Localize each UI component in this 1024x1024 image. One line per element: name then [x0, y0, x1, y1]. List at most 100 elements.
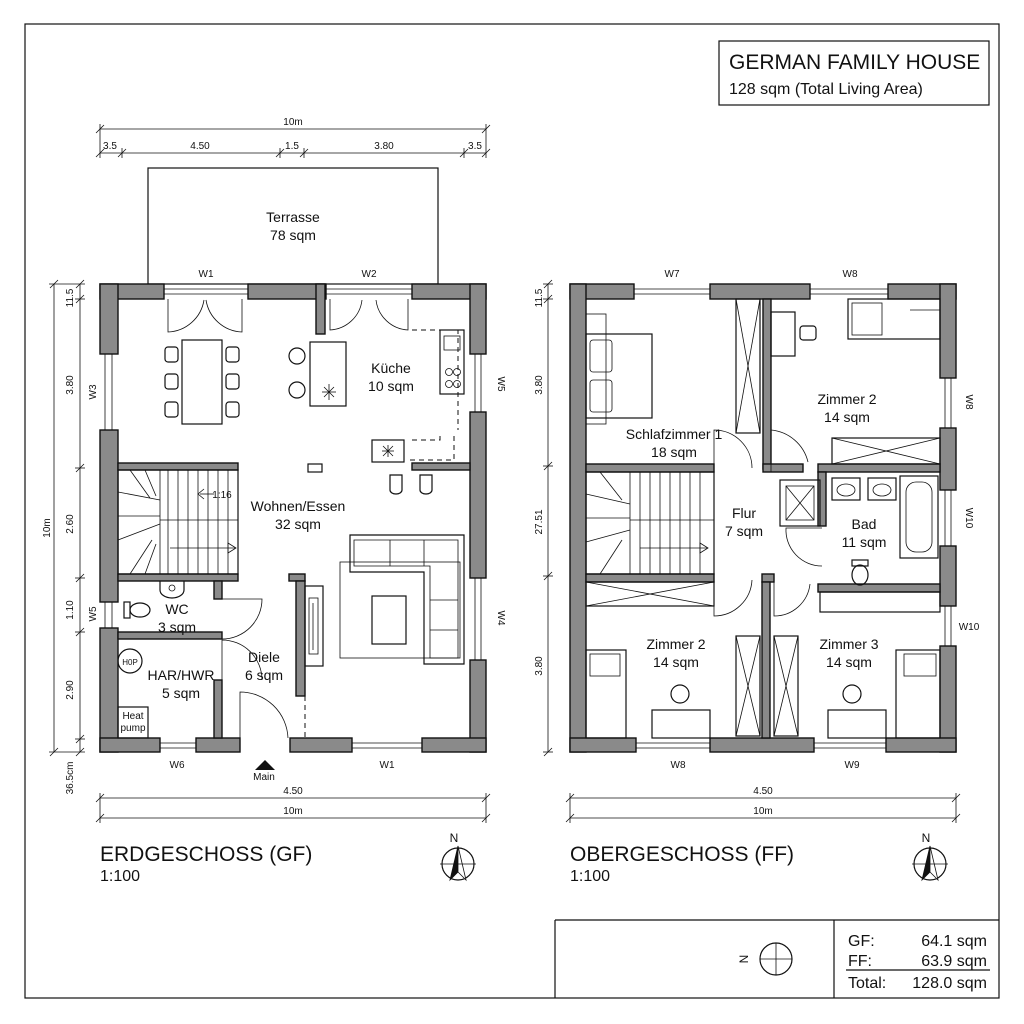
- ff-bottom-total-dim: 10m: [753, 806, 772, 817]
- ff-w10-a: W10: [963, 508, 974, 529]
- living-name: Wohnen/Essen: [251, 498, 346, 514]
- gf-w6: W6: [170, 760, 185, 771]
- dining-table: [164, 339, 240, 425]
- first-floor-plan: 11.5 3.80 27.51 3.80: [534, 269, 980, 885]
- gf-north-arrow-icon: N: [440, 831, 476, 882]
- gf-staircase: 1:16: [117, 469, 239, 575]
- gf-top-seg3: 1.5: [285, 141, 299, 152]
- sheet-border: [24, 23, 1000, 999]
- gf-left-total-dim: 10m: [42, 518, 53, 537]
- ff-bottom-furniture: [585, 635, 941, 739]
- wc-name: WC: [165, 601, 188, 617]
- gf-w5-left: W5: [88, 606, 99, 621]
- summary-ff-value: 63.9 sqm: [921, 953, 987, 970]
- kitchen-island: [288, 341, 347, 473]
- main-entrance-arrow: [255, 760, 275, 770]
- area-summary-block: N GF: 64.1 sqm FF: 63.9 sqm Total: 128.0…: [554, 919, 999, 998]
- hall-area: 7 sqm: [725, 523, 763, 539]
- gf-w2: W2: [362, 269, 377, 280]
- master-bed: [585, 298, 761, 434]
- room2-top-furniture: [770, 298, 941, 465]
- gf-top-total-dim: 10m: [283, 117, 302, 128]
- ff-w8-bottom: W8: [671, 760, 686, 771]
- gf-top-dimensions: 10m 3.5 4.50 1.5 3.80 3.5: [95, 117, 491, 158]
- gf-top-seg1: 3.5: [103, 141, 117, 152]
- ff-left-seg4: 3.80: [534, 656, 545, 676]
- gf-stair-label: 1:16: [212, 490, 232, 501]
- utility-area: 5 sqm: [162, 685, 200, 701]
- gf-left-seg1: 11.5: [65, 288, 76, 307]
- gf-scale: 1:100: [100, 868, 140, 885]
- room3-area: 14 sqm: [826, 654, 872, 670]
- gf-w1-top: W1: [199, 269, 214, 280]
- heat-pump-line2: pump: [120, 723, 145, 734]
- summary-gf-label: GF:: [848, 933, 875, 950]
- gf-left-dimensions: 10m 11.5 3.80 2.60 1.10 2.90 36.5cm: [42, 279, 85, 795]
- heat-pump-line1: Heat: [122, 711, 143, 722]
- gf-top-seg5: 3.5: [468, 141, 482, 152]
- fireplace: [304, 585, 324, 667]
- gf-left-seg5: 2.90: [65, 680, 76, 700]
- wc-fixtures: [123, 581, 185, 619]
- ff-w9: W9: [845, 760, 860, 771]
- gf-w4: W4: [495, 611, 506, 626]
- room2-top-name: Zimmer 2: [817, 391, 876, 407]
- gf-room-labels: Küche 10 sqm Wohnen/Essen 32 sqm WC 3 sq…: [148, 360, 414, 701]
- terrace-area: 78 sqm: [270, 227, 316, 243]
- ff-room-labels: Schlafzimmer 1 18 sqm Zimmer 2 14 sqm Fl…: [626, 391, 887, 670]
- ff-left-dimensions: 11.5 3.80 27.51 3.80: [534, 279, 553, 757]
- ff-w10-b: W10: [959, 622, 980, 633]
- ff-left-seg2: 3.80: [534, 375, 545, 395]
- title-line1: GERMAN FAMILY HOUSE: [729, 51, 980, 74]
- utility-fixtures: H0P Heat pump: [117, 648, 149, 739]
- ff-interior-walls: [585, 298, 941, 739]
- gf-w3: W3: [88, 384, 99, 399]
- living-sofa: [339, 534, 465, 665]
- gf-exterior-walls: [99, 283, 487, 753]
- room2-top-area: 14 sqm: [824, 409, 870, 425]
- room3-name: Zimmer 3: [819, 636, 878, 652]
- room2-bottom-area: 14 sqm: [653, 654, 699, 670]
- gf-bottom-total-dim: 10m: [283, 806, 302, 817]
- master-name: Schlafzimmer 1: [626, 426, 723, 442]
- ff-staircase: [585, 471, 715, 575]
- hop-label: H0P: [122, 658, 138, 667]
- ff-w8-right: W8: [963, 395, 974, 410]
- ff-w7: W7: [665, 269, 680, 280]
- master-area: 18 sqm: [651, 444, 697, 460]
- ff-doors: [713, 429, 823, 617]
- gf-title: ERDGESCHOSS (GF): [100, 843, 312, 866]
- gf-left-seg3: 2.60: [65, 514, 76, 534]
- bathroom-fixtures: [779, 475, 939, 586]
- ff-bottom-inner-dim: 4.50: [753, 786, 773, 797]
- bath-name: Bad: [852, 516, 877, 532]
- ff-bottom-dimensions: 4.50 10m: [565, 786, 961, 823]
- summary-north-icon: N: [737, 942, 793, 976]
- title-line2: 128 sqm (Total Living Area): [729, 81, 923, 98]
- kitchen-name: Küche: [371, 360, 411, 376]
- gf-top-seg2: 4.50: [190, 141, 210, 152]
- title-block: GERMAN FAMILY HOUSE 128 sqm (Total Livin…: [718, 40, 990, 106]
- summary-ff-label: FF:: [848, 953, 872, 970]
- summary-total-value: 128.0 sqm: [912, 975, 987, 992]
- utility-name: HAR/HWR: [148, 667, 215, 683]
- ff-left-seg3: 27.51: [534, 509, 545, 534]
- gf-w1-bottom: W1: [380, 760, 395, 771]
- ff-w8-top: W8: [843, 269, 858, 280]
- gf-north-label: N: [450, 831, 459, 845]
- kitchen-area: 10 sqm: [368, 378, 414, 394]
- gf-window-labels: W1 W2 W3 W5 W5 W4 W6 W1: [88, 269, 506, 771]
- gf-left-seg2: 3.80: [65, 375, 76, 395]
- gf-bottom-dimensions: 4.50 10m: [95, 786, 491, 823]
- gf-bottom-inner-dim: 4.50: [283, 786, 303, 797]
- room2-bottom-name: Zimmer 2: [646, 636, 705, 652]
- gf-w5-right: W5: [495, 377, 506, 392]
- terrace-outline: [147, 167, 439, 285]
- ff-north-label: N: [922, 831, 931, 845]
- gf-left-seg6: 36.5cm: [65, 762, 76, 795]
- ground-floor-plan: 10m 3.5 4.50 1.5 3.80 3.5 Terrasse 78 sq…: [42, 117, 506, 885]
- summary-north-label: N: [737, 955, 751, 964]
- summary-gf-value: 64.1 sqm: [921, 933, 987, 950]
- hallway-wardrobe: [585, 581, 941, 613]
- gf-terrace-doors: [167, 299, 409, 739]
